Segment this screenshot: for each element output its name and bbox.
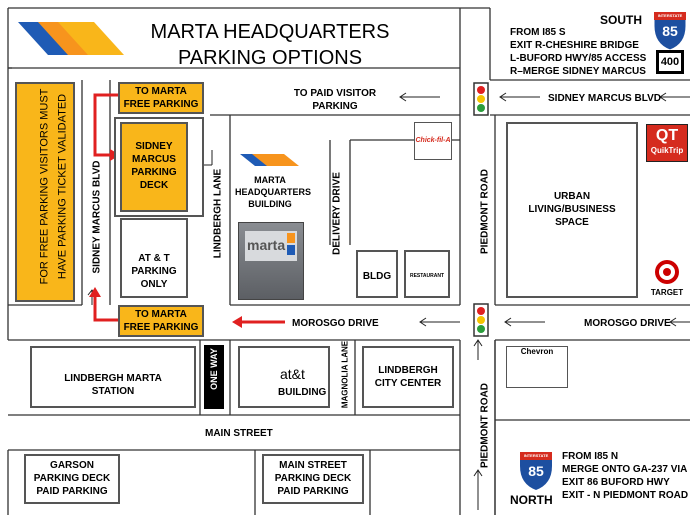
chevron-label: Chevron — [520, 347, 554, 356]
station-line1: LINDBERGH MARTA — [64, 373, 162, 384]
title-line1: MARTA HEADQUARTERS — [150, 21, 390, 43]
city-center-block — [362, 346, 454, 408]
city-center-line1: LINDBERGH — [378, 365, 438, 376]
free-parking-top-line1: TO MARTA — [135, 86, 187, 97]
sidney-deck — [120, 122, 188, 212]
south-line1: FROM I85 S — [510, 27, 566, 38]
lindbergh-station-block — [30, 346, 196, 408]
hq-photo-accent-orange — [287, 233, 295, 243]
free-parking-bottom-line1: TO MARTA — [135, 309, 187, 320]
sidney-deck-line3: PARKING — [131, 167, 177, 178]
sidney-deck-line4: DECK — [139, 180, 169, 191]
bldg-label: BLDG — [362, 271, 392, 282]
hq-photo-sign: marta — [247, 237, 286, 253]
one-way-sign — [204, 345, 224, 409]
validation-notice-box — [15, 82, 75, 302]
att-parking-line2: PARKING — [131, 266, 177, 277]
validation-notice-line2: HAVE PARKING TICKET VALIDATED — [56, 93, 69, 280]
north-heading: NORTH — [510, 493, 553, 507]
paid-visitor-line1: TO PAID VISITOR — [293, 88, 377, 99]
marta-logo-hq — [240, 154, 299, 166]
main-deck-line3: PAID PARKING — [277, 486, 349, 497]
free-parking-bottom-line2: FREE PARKING — [123, 322, 199, 333]
urban-line1: URBAN — [553, 191, 591, 202]
street-lindbergh-lane: LINDBERGH LANE — [212, 168, 224, 259]
street-piedmont-top: PIEDMONT ROAD — [479, 169, 491, 254]
street-magnolia-lane: MAGNOLIA LANE — [340, 340, 350, 409]
interstate-label-north: INTERSTATE — [523, 453, 549, 458]
att-building-logo: at&t — [280, 366, 305, 382]
validation-notice-line1: FOR FREE PARKING VISITORS MUST — [38, 88, 51, 285]
ga-400-number: 400 — [660, 56, 680, 68]
hq-line3: BUILDING — [248, 199, 292, 209]
street-delivery-drive: DELIVERY DRIVE — [331, 172, 343, 255]
title-line2: PARKING OPTIONS — [177, 47, 363, 69]
hq-photo-accent-blue — [287, 245, 295, 255]
paid-visitor-line2: PARKING — [312, 101, 358, 112]
free-parking-top-sign — [118, 82, 204, 114]
target-label: TARGET — [650, 288, 684, 297]
north-line1: FROM I85 N — [562, 451, 619, 462]
street-sidney-marcus-left: SIDNEY MARCUS BLVD — [91, 160, 103, 274]
garson-line2: PARKING DECK — [33, 473, 111, 484]
street-morosgo-right: MOROSGO DRIVE — [584, 318, 671, 329]
interstate-85-shield-north — [520, 452, 552, 490]
marta-logo-title — [18, 22, 124, 55]
traffic-light-bottom — [473, 303, 489, 337]
north-line4: EXIT - N PIEDMONT ROAD — [562, 490, 689, 501]
att-parking-line3: ONLY — [140, 279, 168, 290]
garson-line3: PAID PARKING — [36, 486, 108, 497]
free-parking-bottom-sign — [118, 305, 204, 337]
interstate-number-north: 85 — [528, 463, 544, 479]
bldg-box — [356, 250, 398, 298]
station-line2: STATION — [91, 386, 135, 397]
ga-400-shield — [656, 50, 684, 74]
main-street-deck-block — [262, 454, 364, 504]
main-deck-line1: MAIN STREET — [279, 460, 347, 471]
street-piedmont-bottom: PIEDMONT ROAD — [479, 383, 491, 468]
main-deck-line2: PARKING DECK — [274, 473, 352, 484]
interstate-85-shield-south — [653, 11, 687, 51]
chickfila-label: Chick-fil-A — [415, 137, 451, 144]
target-logo — [655, 260, 679, 284]
interstate-number-south: 85 — [662, 23, 678, 39]
south-line2: EXIT R-CHESHIRE BRIDGE — [510, 40, 639, 51]
sidney-deck-line2: MARCUS — [132, 154, 176, 165]
sidney-deck-line1: SIDNEY — [135, 141, 173, 152]
free-parking-top-line2: FREE PARKING — [123, 99, 199, 110]
north-line3: EXIT 86 BUFORD HWY — [562, 477, 670, 488]
urban-space-block — [506, 122, 638, 298]
south-line4: R–MERGE SIDNEY MARCUS — [510, 66, 646, 77]
restaurant-box — [404, 250, 450, 298]
chickfila-logo — [414, 122, 452, 160]
urban-line2: LIVING/BUSINESS — [528, 204, 616, 215]
quiktrip-small: QuikTrip — [650, 146, 684, 155]
city-center-line2: CITY CENTER — [374, 378, 442, 389]
street-morosgo-center: MOROSGO DRIVE — [292, 318, 379, 329]
south-heading: SOUTH — [600, 13, 642, 27]
att-parking-lot — [120, 218, 188, 298]
garson-line1: GARSON — [50, 460, 94, 471]
north-line2: MERGE ONTO GA-237 VIA — [562, 464, 688, 475]
quiktrip-logo: QT QuikTrip — [646, 124, 688, 162]
hq-photo: marta — [238, 222, 304, 300]
urban-line3: SPACE — [555, 217, 589, 228]
att-parking-line1: AT & T — [138, 253, 170, 264]
att-building-label: BUILDING — [278, 387, 327, 398]
interstate-label-south: INTERSTATE — [657, 13, 683, 18]
south-line3: L-BUFORD HWY/85 ACCESS — [510, 53, 647, 64]
garson-deck-block — [24, 454, 120, 504]
hq-line2: HEADQUARTERS — [235, 187, 312, 197]
restaurant-label: RESTAURANT — [409, 273, 445, 279]
quiktrip-big: QT — [655, 127, 679, 144]
one-way-label: ONE WAY — [209, 348, 219, 390]
hq-line1: MARTA — [254, 175, 286, 185]
street-sidney-marcus-top: SIDNEY MARCUS BLVD — [548, 93, 661, 104]
chevron-box — [506, 346, 568, 388]
street-main: MAIN STREET — [205, 428, 273, 439]
traffic-light-top — [473, 82, 489, 116]
att-building-block — [238, 346, 330, 408]
